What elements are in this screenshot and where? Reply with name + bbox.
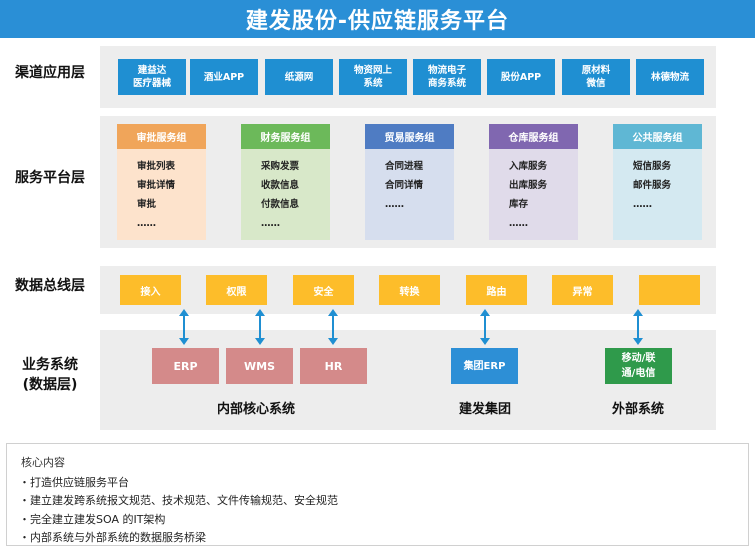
service-item: 收款信息	[261, 180, 300, 191]
service-item: 入库服务	[509, 161, 548, 172]
caption-external: 外部系统	[611, 402, 664, 417]
layer-label-business: 业务系统 (数据层)	[0, 355, 100, 395]
core-content-item: ・打造供应链服务平台	[19, 476, 129, 489]
layer-label-bus: 数据总线层	[15, 278, 85, 294]
page-title: 建发股份-供应链服务平台	[0, 0, 755, 38]
bus-item-exception[interactable]: 异常	[552, 275, 613, 305]
service-item: 付款信息	[261, 199, 300, 210]
arrow-bus-hr	[328, 309, 338, 345]
service-group-title: 贸易服务组	[365, 124, 454, 149]
bus-item-routing[interactable]: 路由	[466, 275, 527, 305]
service-item: ……	[261, 218, 280, 229]
service-group-trade[interactable]: 贸易服务组 合同进程 合同详情 ……	[365, 124, 454, 240]
service-item: 采购发票	[261, 161, 300, 172]
service-group-warehouse[interactable]: 仓库服务组 入库服务 出库服务 库存 ……	[489, 124, 578, 240]
service-item: ……	[137, 218, 156, 229]
service-item: 合同详情	[385, 180, 424, 191]
core-content-panel: 核心内容 ・打造供应链服务平台 ・建立建发跨系统报文规范、技术规范、文件传输规范…	[6, 443, 749, 546]
service-group-finance[interactable]: 财务服务组 采购发票 收款信息 付款信息 ……	[241, 124, 330, 240]
bus-item-empty[interactable]	[639, 275, 700, 305]
channel-app[interactable]: 林德物流	[636, 59, 704, 95]
service-item: ……	[633, 199, 652, 210]
core-content-item: ・内部系统与外部系统的数据服务桥梁	[19, 531, 206, 544]
service-item: 审批列表	[137, 161, 176, 172]
service-group-title: 仓库服务组	[489, 124, 578, 149]
service-item: ……	[385, 199, 404, 210]
service-group-approval[interactable]: 审批服务组 审批列表 审批详情 审批 ……	[117, 124, 206, 240]
channel-app[interactable]: 纸源网	[265, 59, 333, 95]
caption-group: 建发集团	[458, 402, 511, 417]
layer-label-channel: 渠道应用层	[15, 65, 85, 81]
layer-label-service: 服务平台层	[15, 170, 85, 186]
channel-app[interactable]: 建益达 医疗器械	[118, 59, 186, 95]
system-wms[interactable]: WMS	[226, 348, 293, 384]
system-mobile-carriers[interactable]: 移动/联 通/电信	[605, 348, 672, 384]
arrow-bus-group-erp	[480, 309, 490, 345]
service-group-public[interactable]: 公共服务组 短信服务 邮件服务 ……	[613, 124, 702, 240]
bus-item-access[interactable]: 接入	[120, 275, 181, 305]
core-content-item: ・完全建立建发SOA 的IT架构	[19, 513, 166, 526]
service-group-body: 采购发票 收款信息 付款信息 ……	[241, 149, 330, 240]
system-erp[interactable]: ERP	[152, 348, 219, 384]
service-item: 审批详情	[137, 180, 176, 191]
bus-item-permission[interactable]: 权限	[206, 275, 267, 305]
channel-app[interactable]: 原材料 微信	[562, 59, 630, 95]
service-item: 合同进程	[385, 161, 424, 172]
service-group-body: 合同进程 合同详情 ……	[365, 149, 454, 240]
service-group-body: 审批列表 审批详情 审批 ……	[117, 149, 206, 240]
channel-app[interactable]: 物流电子 商务系统	[413, 59, 481, 95]
layer-label-business-line1: 业务系统	[22, 357, 78, 373]
service-item: 出库服务	[509, 180, 548, 191]
arrow-bus-wms	[255, 309, 265, 345]
service-item: 短信服务	[633, 161, 672, 172]
system-group-erp[interactable]: 集团ERP	[451, 348, 518, 384]
service-group-body: 短信服务 邮件服务 ……	[613, 149, 702, 240]
core-content-title: 核心内容	[21, 456, 65, 469]
arrow-bus-erp	[179, 309, 189, 345]
bus-item-transform[interactable]: 转换	[379, 275, 440, 305]
caption-internal-core: 内部核心系统	[216, 402, 295, 417]
service-group-body: 入库服务 出库服务 库存 ……	[489, 149, 578, 240]
channel-app[interactable]: 股份APP	[487, 59, 555, 95]
service-group-title: 公共服务组	[613, 124, 702, 149]
service-item: 审批	[137, 199, 157, 210]
channel-app[interactable]: 物资网上 系统	[339, 59, 407, 95]
channel-app[interactable]: 酒业APP	[190, 59, 258, 95]
arrow-bus-external	[633, 309, 643, 345]
service-item: 库存	[509, 199, 529, 210]
service-group-title: 审批服务组	[117, 124, 206, 149]
core-content-item: ・建立建发跨系统报文规范、技术规范、文件传输规范、安全规范	[19, 494, 338, 507]
service-group-title: 财务服务组	[241, 124, 330, 149]
service-item: 邮件服务	[633, 180, 672, 191]
service-item: ……	[509, 218, 528, 229]
system-hr[interactable]: HR	[300, 348, 367, 384]
bus-item-security[interactable]: 安全	[293, 275, 354, 305]
layer-label-business-line2: (数据层)	[22, 377, 78, 393]
